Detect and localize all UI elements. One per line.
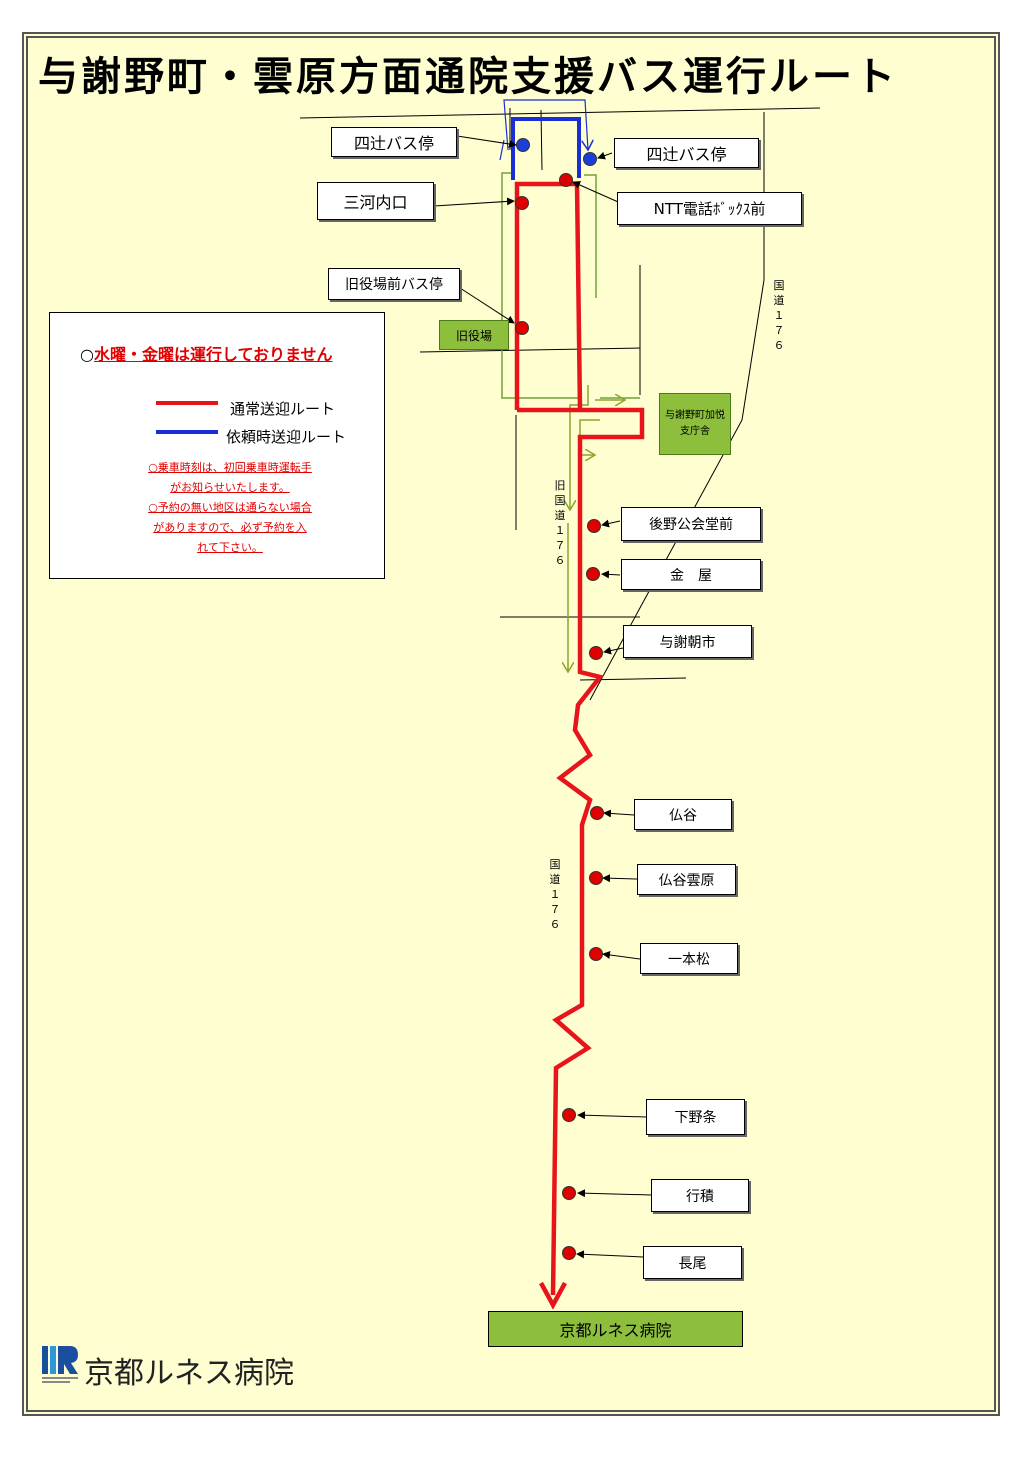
leader-line — [602, 874, 638, 883]
legend-box: ○水曜・金曜は運行しておりません 通常送迎ルート 依頼時送迎ルート ○乗車時刻は… — [49, 312, 385, 579]
map-title: 与謝野町・雲原方面通院支援バス運行ルート — [38, 54, 898, 100]
bus-stop-marker — [559, 173, 573, 187]
road-line — [419, 347, 641, 353]
stop-label-yosa-asaichi: 与謝朝市 — [623, 625, 752, 658]
bus-stop-marker — [589, 871, 603, 885]
green-road — [584, 174, 597, 298]
legend-notes: ○乗車時刻は、初回乗車時運転手 がお知らせいたします。 ○予約の無い地区は通らな… — [110, 458, 350, 558]
leader-line — [577, 1111, 647, 1120]
leader-line — [576, 1250, 644, 1259]
request-route — [499, 99, 588, 180]
notice-text: 水曜・金曜は運行しておりません — [93, 345, 333, 364]
facility-old-office: 旧役場 — [439, 320, 509, 350]
stop-label-yotsutsuji-east: 四辻バス停 — [614, 138, 759, 168]
road-line — [299, 107, 821, 119]
stop-label-yukizumi: 行積 — [651, 1179, 749, 1212]
stop-label-ntt-booth: NTT電話ﾎﾞｯｸｽ前 — [617, 192, 802, 225]
legend-regular-label: 通常送迎ルート — [230, 400, 336, 418]
bus-stop-marker — [589, 646, 603, 660]
leader-line — [601, 570, 621, 579]
regular-route-line — [514, 181, 645, 1296]
destination-hospital: 京都ルネス病院 — [488, 1311, 743, 1347]
hospital-logo-text: 京都ルネス病院 — [84, 1356, 294, 1391]
green-road — [501, 172, 578, 399]
bus-stop-marker — [562, 1246, 576, 1260]
leader-line — [459, 287, 515, 324]
notice-mark: ○ — [80, 345, 94, 364]
bus-stop-marker — [589, 947, 603, 961]
legend-request-swatch — [156, 430, 218, 434]
leader-line — [601, 519, 621, 528]
stop-label-shimo-nojo: 下野条 — [646, 1099, 745, 1135]
bus-stop-marker — [587, 519, 601, 533]
closed-days-notice: ○水曜・金曜は運行しておりません — [80, 341, 333, 365]
facility-branch-office: 与謝野町加悦 支庁舎 — [659, 393, 731, 455]
leader-line — [597, 151, 613, 160]
regular-route-arrowhead — [539, 1281, 567, 1310]
stop-label-old-office-stop: 旧役場前バス停 — [328, 268, 460, 300]
stop-label-yotsutsuji-west: 四辻バス停 — [331, 127, 457, 157]
legend-note-line: ○予約の無い地区は通らない場合 — [148, 501, 312, 514]
legend-note-line: がお知らせいたします。 — [170, 481, 290, 494]
bus-stop-marker — [515, 196, 529, 210]
bus-stop-marker-blue — [516, 138, 530, 152]
bus-stop-marker — [562, 1186, 576, 1200]
leader-line — [456, 135, 517, 148]
legend-regular-swatch — [156, 401, 218, 405]
leader-line — [603, 646, 624, 655]
legend-note-line: れて下さい。 — [197, 541, 263, 554]
bus-stop-marker — [590, 806, 604, 820]
bus-stop-marker — [586, 567, 600, 581]
stop-label-mikawa-uchiguchi: 三河内口 — [317, 182, 434, 220]
leader-line — [577, 1189, 652, 1198]
bus-stop-marker-blue — [583, 152, 597, 166]
stop-markers — [515, 138, 604, 1260]
hospital-logo-icon — [42, 1346, 78, 1383]
traffic-arrow — [579, 419, 600, 445]
bus-stop-marker — [562, 1108, 576, 1122]
leader-line — [433, 197, 515, 207]
legend-request-label: 依頼時送迎ルート — [226, 428, 347, 446]
leader-line — [603, 809, 635, 818]
bus-stop-marker — [515, 321, 529, 335]
map-frame — [22, 32, 1000, 1416]
legend-note-line: がありますので、必ず予約を入 — [153, 521, 307, 534]
road-line — [741, 279, 765, 421]
stop-label-hotokedani-kumohara: 仏谷雲原 — [637, 864, 736, 895]
hospital-logo: 京都ルネス病院 — [40, 1344, 294, 1391]
leader-line — [602, 950, 641, 960]
stop-label-nagao: 長尾 — [643, 1246, 742, 1279]
stop-label-hotokedani: 仏谷 — [634, 799, 732, 830]
stop-label-ippon-matsu: 一本松 — [640, 943, 738, 974]
leader-lines — [433, 135, 652, 1259]
leader-line — [572, 181, 626, 206]
request-route-guide — [503, 99, 588, 150]
stop-label-kanaya: 金 屋 — [621, 559, 761, 590]
request-route-line — [511, 117, 581, 180]
legend-note-line: ○乗車時刻は、初回乗車時運転手 — [148, 461, 312, 474]
stop-label-ushiro-no: 後野公会堂前 — [621, 507, 761, 541]
